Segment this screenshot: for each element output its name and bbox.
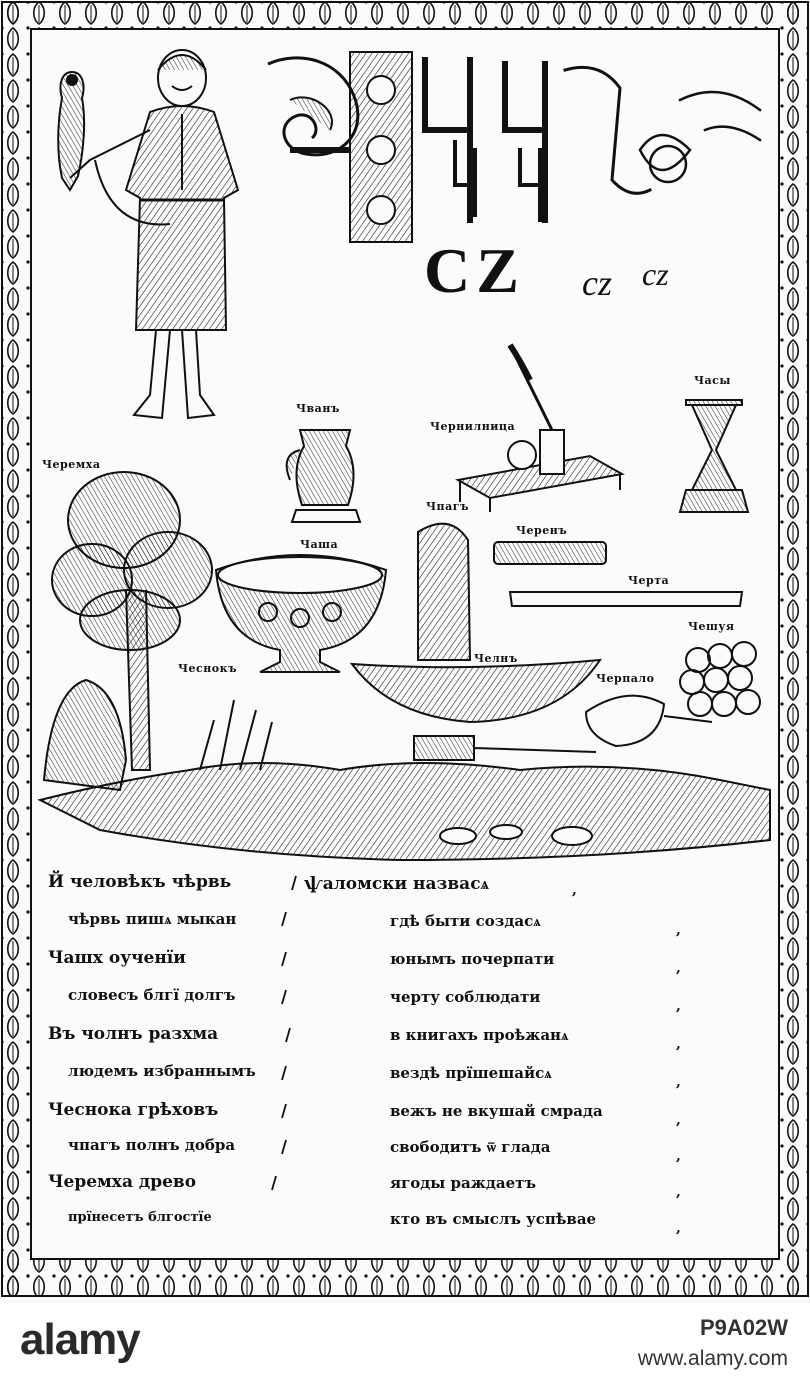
verse-right-8: свободитъ ѿ глада — [390, 1138, 551, 1156]
image-id: P9A02W — [699, 1315, 788, 1340]
verse-left-2: чѣрвь пишѧ мыкан — [68, 910, 237, 928]
verse-right-9: ягоды раждаетъ — [390, 1174, 536, 1192]
verse-left-7: Чеснока грѣховъ — [48, 1100, 219, 1120]
tree-crown — [51, 471, 213, 651]
verse-left-6: людемъ избраннымъ — [68, 1062, 256, 1080]
decorated-initial — [267, 51, 413, 243]
label-cherta: Черта — [628, 574, 670, 587]
comma-mark: , — [676, 1112, 681, 1128]
latin-cz-large: CZ — [424, 235, 525, 306]
label-chasha: Чаша — [300, 538, 339, 551]
comma-mark: , — [676, 998, 681, 1014]
sheath — [417, 522, 472, 661]
verse-right-5: в книгахъ проѣжанѧ — [390, 1026, 569, 1044]
knife-handle — [493, 541, 607, 565]
verse-left-8: чпагъ полнъ добра — [68, 1136, 236, 1154]
ruler — [508, 591, 744, 607]
watermark-bar: alamy P9A02W www.alamy.com — [0, 1303, 810, 1390]
verse-right-10: кто въ смыслъ успѣвае — [390, 1210, 597, 1228]
verse-right-1: ѱаломски назвасѧ — [304, 874, 490, 894]
latin-cz-small-2: cz — [642, 256, 669, 292]
label-cheren: Черенъ — [516, 524, 568, 537]
scales-pile — [679, 641, 761, 717]
latin-cz-small-1: cz — [582, 263, 612, 303]
verse-left-4: словесъ блгї долгъ — [68, 986, 236, 1004]
label-cheshua: Чешуя — [688, 620, 735, 633]
comma-mark: , — [676, 1074, 681, 1090]
label-cheln: Челнъ — [474, 652, 518, 665]
label-chesnok: Чеснокъ — [178, 662, 238, 675]
label-chvan: Чванъ — [296, 402, 340, 415]
comma-mark: , — [676, 922, 681, 938]
comma-mark: , — [572, 882, 577, 898]
verse-marks — [271, 875, 297, 1191]
scoop — [584, 694, 713, 748]
verse-left-5: Въ чолнъ разхма — [48, 1024, 219, 1044]
verse-right-4: черту соблюдати — [390, 988, 541, 1006]
comma-mark: , — [676, 1148, 681, 1164]
verse-right-7: вежъ не вкушай смрада — [390, 1102, 603, 1120]
label-chasy: Часы — [694, 374, 731, 387]
label-chernilnitsa: Чернилница — [430, 420, 516, 433]
verse-left-1: Й человѣкъ чѣрвь — [48, 872, 232, 892]
watermark-url: www.alamy.com — [637, 1347, 788, 1370]
label-chpag: Чпагъ — [426, 500, 469, 513]
falconer-figure — [57, 49, 240, 420]
shovel — [413, 735, 597, 761]
alamy-logo: alamy — [20, 1315, 141, 1364]
boat — [349, 658, 602, 724]
comma-mark: , — [676, 1036, 681, 1052]
primer-page: CZ cz cz Черемха Чванъ Чернилница Часы Ч… — [1, 1, 809, 1297]
verse-right-3: юнымъ почерпати — [390, 950, 555, 968]
label-cheremkha: Черемха — [42, 458, 101, 471]
verse-right-2: гдѣ быти создасѧ — [390, 912, 541, 930]
comma-mark: , — [676, 1220, 681, 1236]
label-cherpalo: Черпало — [596, 672, 655, 685]
jug — [285, 429, 355, 506]
verse-left-3: Чашх оученїи — [48, 948, 186, 968]
comma-mark: , — [676, 1184, 681, 1200]
still-life-objects — [214, 343, 761, 761]
verse-right-6: вездѣ прїшешайсѧ — [390, 1064, 552, 1082]
letter-variants — [422, 57, 762, 223]
rock — [42, 678, 128, 792]
primer-engraving — [1, 1, 809, 1297]
comma-mark: , — [676, 960, 681, 976]
verse-left-9: Черемха древо — [48, 1172, 197, 1192]
hourglass — [678, 399, 750, 513]
landscape — [37, 471, 771, 862]
verse-left-10: прїнесетъ блгостїе — [68, 1210, 212, 1225]
